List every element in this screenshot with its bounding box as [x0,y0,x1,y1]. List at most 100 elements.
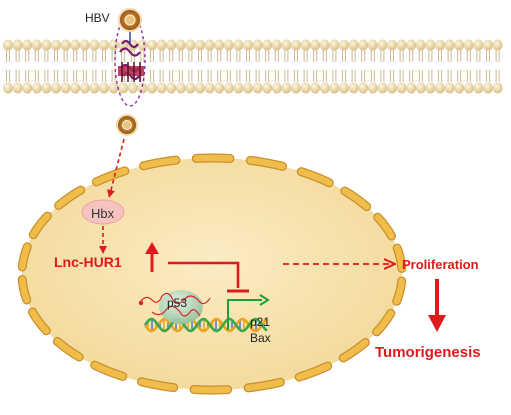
lipid-head [118,82,129,94]
lipid-tail [92,70,97,82]
lipid-head [377,39,388,51]
envelope-segment-fill [18,276,31,304]
lipid-tail [82,50,87,62]
virus-to-hbx-arrow [107,138,125,198]
lipid-head [358,39,369,51]
lipid-head [233,82,244,94]
lipid-head [22,39,33,51]
lipid-head [271,82,282,94]
upregulation-arrow-icon [145,242,159,272]
lipid-head [396,39,407,51]
lipid-head [252,82,263,94]
lipid-tail [63,70,68,82]
lipid-tail [198,70,202,82]
lipid-tail [226,50,231,62]
lipid-head [79,82,90,94]
lipid-tail [207,50,212,62]
lipid-tail [466,70,471,82]
envelope-segment-fill [295,362,331,381]
lipid-head [89,82,100,94]
promoter-arrowhead [259,294,270,306]
lipid-head [358,82,369,94]
envelope-segment-fill [138,378,177,391]
lipid-head [435,82,445,94]
cell-membrane [3,39,503,94]
lipid-tail [82,70,87,82]
lipid-head [108,82,119,94]
lipid-tail [303,50,308,62]
lipid-head [12,82,23,94]
lipid-tail [380,70,385,82]
lipid-tail [409,70,414,82]
lipid-head [271,39,282,51]
lipid-tail [44,70,49,82]
lipid-head [492,39,503,51]
lipid-tail [44,50,49,62]
lipid-tail [294,50,298,62]
lipid-head [41,82,52,94]
lipid-head [223,82,234,94]
lipid-head [175,82,186,94]
lipid-head [243,39,253,51]
lipid-head [262,39,273,51]
lipid-head [435,39,445,51]
envelope-segment-fill [341,187,370,210]
lipid-tail [447,50,452,62]
lipid-tail [54,50,58,62]
lipid-tail [265,50,270,62]
lipid-tail [418,70,423,82]
lipid-tail [111,70,116,82]
lipid-head [483,39,493,51]
lipid-head [377,82,388,94]
lipid-tail [274,50,279,62]
lipid-tail [236,70,241,82]
lipid-tail [54,70,58,82]
lipid-tail [390,70,394,82]
lipid-tail [313,50,318,62]
envelope-segment-fill [373,310,395,336]
lipid-head [425,39,436,51]
lipid-head [291,82,301,94]
lipid-tail [73,70,78,82]
lipid-tail [447,70,452,82]
lipid-head [31,39,42,51]
lipid-head [415,39,426,51]
envelope-segment-fill [339,339,369,362]
hbv-label: HBV [85,11,110,25]
lipid-head [415,82,426,94]
lipid-tail [370,50,375,62]
lipid-head [281,82,292,94]
envelope-segment-fill [393,277,405,305]
lipid-head [492,82,503,94]
lipid-tail [121,50,126,62]
lipid-tail [495,50,500,62]
dna-strand [143,317,268,333]
lipid-tail [178,70,183,82]
proliferation-label: Proliferation [402,257,479,272]
lipid-tail [169,50,174,62]
lipid-head [387,82,397,94]
lipid-head [348,39,359,51]
lipid-head [156,82,167,94]
tumorigenesis-arrow [428,279,446,332]
lipid-tail [102,70,106,82]
lipid-head [281,39,292,51]
lipid-tail [486,50,490,62]
lipid-head [310,82,321,94]
lipid-head [70,39,81,51]
p53-inhibition-line [168,261,240,288]
lipid-head [339,39,349,51]
lipid-tail [428,70,433,82]
lipid-tail [294,70,298,82]
lipid-tail [34,70,39,82]
envelope-segment-fill [19,243,31,271]
lipid-tail [351,50,356,62]
lipid-head [387,39,397,51]
lipid-tail [390,50,394,62]
lipid-tail [236,50,241,62]
lipid-tail [34,50,39,62]
lipid-tail [255,50,260,62]
p21-label: p21 [250,315,271,329]
lipid-tail [159,70,164,82]
lipid-tail [246,70,250,82]
